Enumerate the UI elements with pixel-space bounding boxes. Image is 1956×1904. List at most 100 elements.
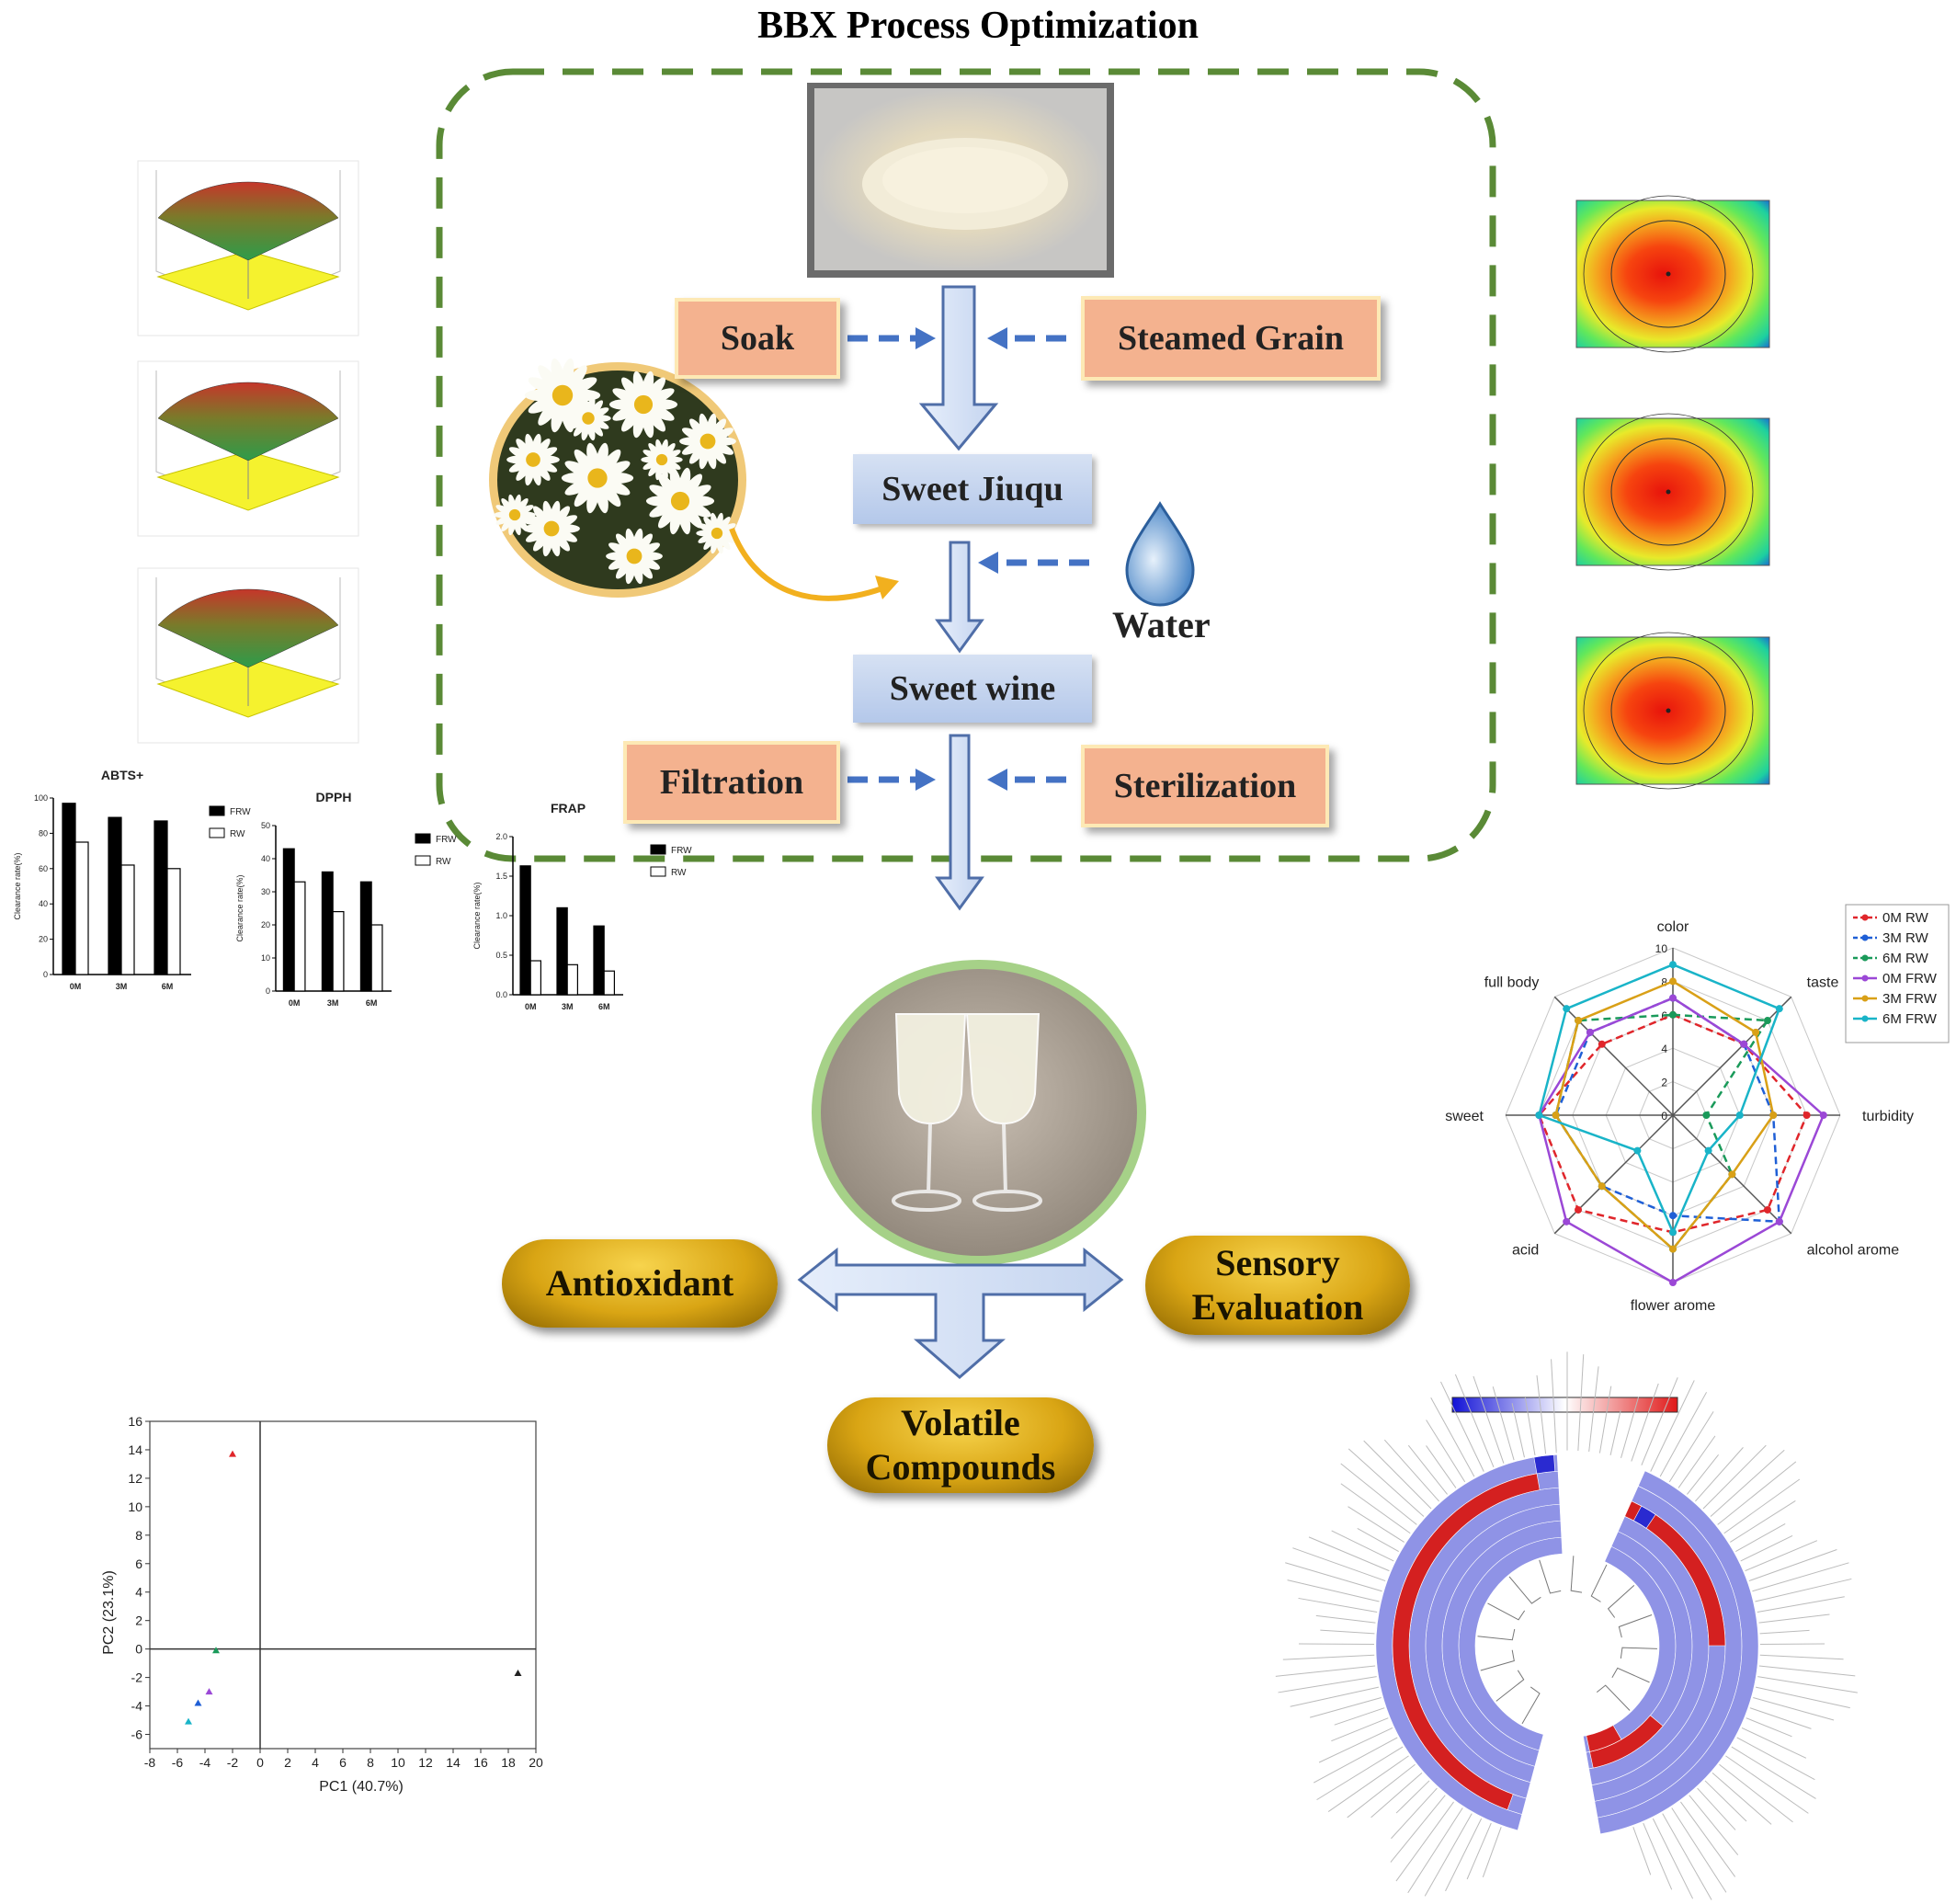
contour-line <box>1610 656 1726 765</box>
bar-y-tick-label: 1.0 <box>495 911 507 920</box>
radar-spoke <box>1672 996 1792 1116</box>
flower-petal <box>718 532 736 543</box>
heatmap-compound-label <box>1391 1787 1438 1840</box>
radar-point <box>1735 1112 1744 1119</box>
contour-line <box>1583 413 1754 571</box>
surface-mesh <box>157 181 339 261</box>
heatmap-compound-label <box>1677 1435 1716 1488</box>
heatmap-compound-label <box>1662 1813 1712 1900</box>
flower-petal <box>663 459 681 470</box>
flower-petal <box>635 542 661 557</box>
contour-plot-thumbnails <box>1575 195 1770 790</box>
bar-y-tick-label: 0.5 <box>495 951 507 960</box>
radar-point <box>1563 1217 1571 1226</box>
scatter-y-tick-label: 2 <box>135 1613 142 1628</box>
circular-heatmap <box>1275 1351 1858 1900</box>
scatter-x-tick-label: 4 <box>312 1755 319 1770</box>
bar-category-label: 6M <box>598 1002 610 1011</box>
sterilization-box: Sterilization <box>1081 745 1329 827</box>
scatter-x-tick-label: 12 <box>418 1755 433 1770</box>
heatmap-compound-label <box>1466 1822 1492 1880</box>
radar-point <box>1563 1005 1571 1013</box>
radar-point <box>1819 1112 1827 1119</box>
heatmap-compound-label <box>1308 1536 1390 1572</box>
bar-category-label: 6M <box>366 998 378 1008</box>
bar-legend-label: RW <box>230 829 245 839</box>
flower-petal <box>657 502 680 529</box>
flower-petal <box>649 485 678 502</box>
bar-legend-swatch <box>415 833 431 844</box>
heatmap-compound-label <box>1659 1392 1707 1477</box>
flower-petal <box>612 388 642 405</box>
heatmap-dendrogram-branch <box>1477 1628 1516 1641</box>
flower-petal <box>625 558 636 585</box>
process-dashed-frame <box>436 68 1496 862</box>
scatter-x-tick-label: -4 <box>199 1755 211 1770</box>
sensory-evaluation-pill: Sensory Evaluation <box>1145 1236 1410 1335</box>
heatmap-compound-label <box>1363 1440 1432 1510</box>
flower-petal <box>643 377 666 404</box>
heatmap-compound-label <box>1395 1801 1454 1882</box>
bar-y-tick-label: 100 <box>34 793 48 803</box>
bar-frw-0m <box>62 803 76 975</box>
heatmap-compound-label <box>1348 1506 1404 1543</box>
radar-point <box>1669 977 1677 986</box>
flower-petal <box>573 419 588 437</box>
surface-mesh <box>157 382 339 462</box>
heatmap-compound-label <box>1383 1439 1439 1502</box>
scatter-y-tick-label: -6 <box>131 1727 143 1742</box>
response-surface-thumbnails <box>137 160 359 744</box>
flower-petal <box>508 447 532 461</box>
flower-petal <box>682 485 711 502</box>
contour-plot-3 <box>1575 632 1770 790</box>
side-arrowheads <box>915 327 1007 791</box>
flower-petal <box>597 449 621 477</box>
heatmap-dendrogram-branch <box>1618 1614 1653 1638</box>
flower-center <box>508 508 521 521</box>
heatmap-dendrogram-branch <box>1508 1576 1541 1604</box>
water-drop-icon <box>1125 501 1195 607</box>
flower-petal <box>706 413 717 439</box>
flower-center <box>711 527 723 540</box>
flower-petal <box>550 500 561 527</box>
contour-line <box>1583 632 1754 790</box>
heatmap-compound-label <box>1740 1535 1793 1562</box>
heatmap-compound-label <box>1454 1374 1495 1468</box>
radar-axis-label: full body <box>1484 975 1540 990</box>
heatmap-compound-label <box>1430 1397 1475 1477</box>
response-surface-1 <box>137 160 359 336</box>
heatmap-compound-label <box>1755 1686 1850 1709</box>
flower-center <box>670 491 690 511</box>
flower-curved-arrow <box>729 527 883 601</box>
heatmap-dendrogram-branch <box>1590 1564 1608 1602</box>
contour-field <box>1575 417 1770 566</box>
radar-point <box>1669 961 1677 969</box>
contour-line <box>1610 438 1726 546</box>
bar-rw-3m <box>332 910 345 992</box>
bar-frw-3m <box>321 871 334 992</box>
flower-petal <box>516 514 534 525</box>
scatter-x-tick-label: 10 <box>391 1755 405 1770</box>
bar-rw-3m <box>566 963 579 996</box>
radar-legend-marker <box>1861 954 1869 962</box>
radar-legend-label: 3M RW <box>1882 930 1929 946</box>
bar-chart-title: FRAP <box>551 801 586 815</box>
heatmap-compound-label <box>1598 1385 1612 1456</box>
heatmap-compound-label <box>1671 1807 1727 1893</box>
heatmap-compound-label <box>1752 1562 1849 1592</box>
side-arrows <box>847 335 1089 783</box>
scatter-x-tick-label: -2 <box>227 1755 239 1770</box>
radar-axis-label: sweet <box>1445 1109 1484 1124</box>
heatmap-compound-label <box>1746 1717 1792 1738</box>
flower-petal <box>516 461 533 481</box>
flower-curved-arrowhead <box>875 576 899 599</box>
flower-petal <box>643 450 661 461</box>
flower-petal <box>552 515 578 530</box>
scatter-x-tick-label: 16 <box>473 1755 488 1770</box>
radar-point <box>1752 1028 1760 1036</box>
flower-petal <box>516 505 534 516</box>
heatmap-dendrogram-branch <box>1539 1559 1562 1594</box>
